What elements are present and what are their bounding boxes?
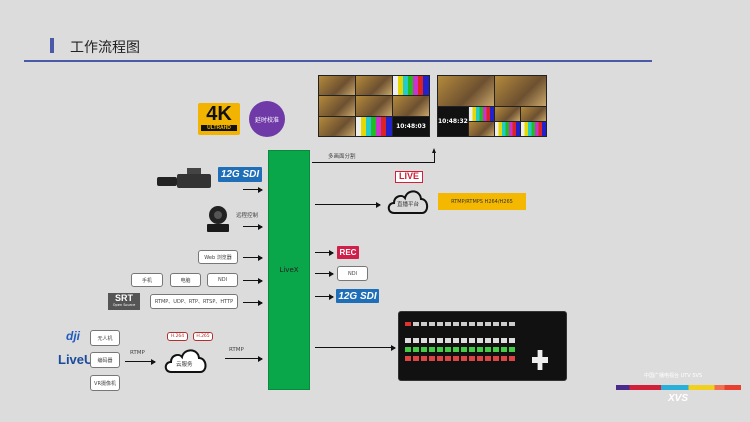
split-connector-up <box>434 152 435 163</box>
vr-camera-source: VR摄像机 <box>90 375 120 391</box>
12g-sdi-badge-output: 12G SDI <box>336 289 379 303</box>
title-marker <box>50 38 54 53</box>
platform-protocols-box: RTMP/RTMPS H264/H265 <box>438 193 526 210</box>
arrow-rtmp-in <box>125 358 156 365</box>
title-divider <box>24 60 652 62</box>
drone-source: 无人机 <box>90 330 120 346</box>
arrow-ptz <box>243 223 263 230</box>
ndi-source: NDI <box>207 273 238 287</box>
multiview-monitor-right: 10:48:32 <box>437 75 547 137</box>
remote-control-label: 远程控制 <box>236 213 259 219</box>
livex-processor: LiveX <box>268 150 310 390</box>
arrow-ndi-in <box>243 277 263 284</box>
streaming-protocols-source: RTMP、UDP、RTP、RTSP、HTTP <box>150 294 238 309</box>
arrow-web <box>243 254 263 261</box>
live-platform-label: 直播平台 <box>397 202 420 208</box>
arrow-protocols <box>243 299 263 306</box>
brand-color-bar <box>616 385 741 390</box>
broadcast-camera-icon <box>157 168 213 190</box>
liveu-logo: LiveU <box>58 352 94 367</box>
split-label: 多画面分割 <box>328 154 356 160</box>
ndi-output: NDI <box>337 266 368 281</box>
12g-sdi-badge-input: 12G SDI <box>218 167 262 182</box>
live-platform-cloud-icon: 直播平台 <box>385 186 431 216</box>
ptz-camera-icon <box>207 206 229 232</box>
srt-sub: Open Source <box>112 303 136 307</box>
arrow-ndi-out <box>315 270 334 277</box>
arrow-rtmp-out <box>225 355 263 362</box>
h265-tag: H.265 <box>193 332 213 341</box>
livex-label: LiveX <box>279 266 299 274</box>
cloud-service-icon: 云服务 <box>162 345 210 375</box>
srt-logo: SRT Open Source <box>108 293 140 310</box>
arrow-rec <box>315 249 334 256</box>
rtmp-in-label: RTMP <box>130 350 145 356</box>
dji-logo: dji <box>66 329 80 343</box>
arrow-up-icon <box>432 148 436 153</box>
pc-source: 电脑 <box>170 273 201 287</box>
delay-calibration-badge: 延时校准 <box>249 101 285 137</box>
clock-left: 10:48:03 <box>393 116 429 136</box>
xvs-logo: XVS <box>668 393 689 404</box>
rtmp-out-label: RTMP <box>229 347 244 353</box>
encoder-source: 编码器 <box>90 352 120 368</box>
ultrahd-text: ULTRAHD <box>201 125 237 131</box>
page-title: 工作流程图 <box>70 40 140 56</box>
cloud-service-label: 云服务 <box>176 362 193 368</box>
4k-text: 4K <box>206 103 232 125</box>
phone-source: 手机 <box>131 273 163 287</box>
footer-company: 中国广播电视台 UTV SVS <box>644 373 703 379</box>
h264-tag: H.264 <box>167 332 188 341</box>
rec-badge: REC <box>337 246 359 259</box>
arrow-switcher <box>315 344 396 351</box>
live-badge: LIVE <box>395 171 423 183</box>
delay-label: 延时校准 <box>254 116 279 124</box>
video-switcher-panel <box>398 311 567 381</box>
split-connector <box>312 162 435 163</box>
arrow-live <box>315 201 381 208</box>
multiview-monitor-left: 10:48:03 <box>318 75 430 137</box>
web-browser-source: Web 浏览器 <box>198 250 238 264</box>
4k-ultrahd-logo: 4K ULTRAHD <box>198 103 240 135</box>
arrow-sdi-out <box>315 293 334 300</box>
arrow-camera <box>243 186 263 193</box>
clock-right: 10:48:32 <box>438 106 468 136</box>
srt-text: SRT <box>115 293 133 303</box>
